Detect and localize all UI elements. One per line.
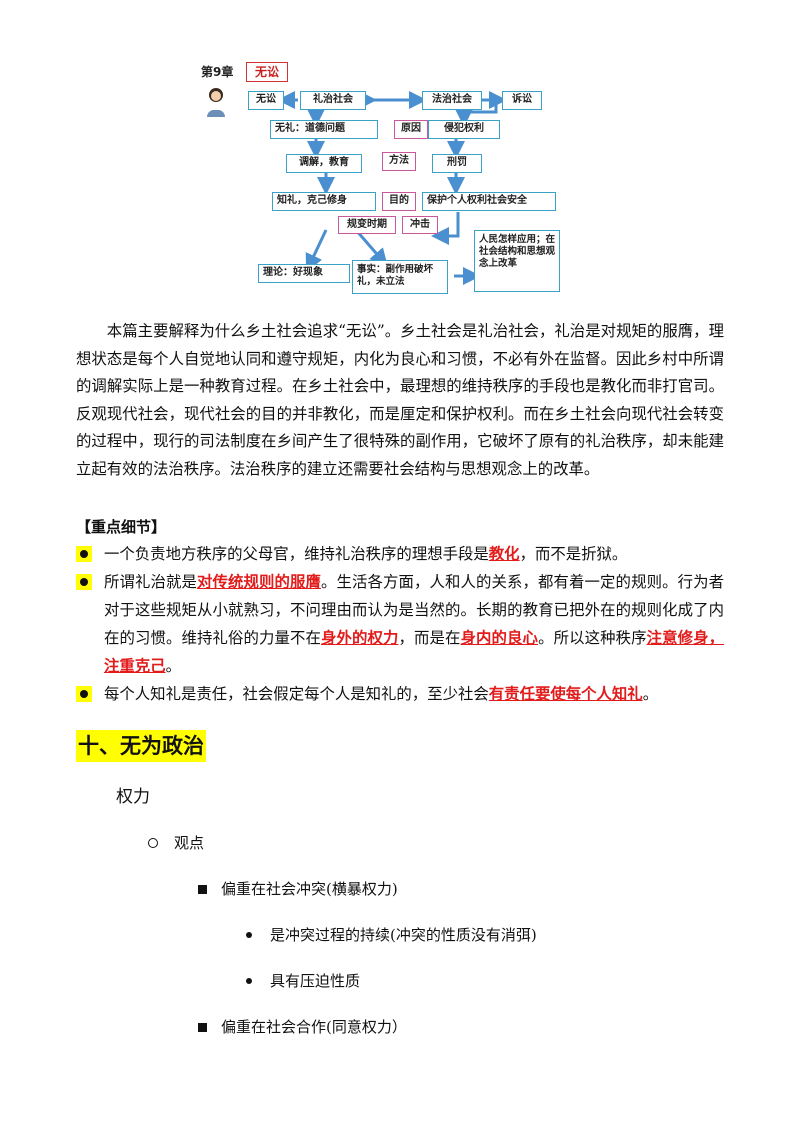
key-details-heading: 【重点细节】 [76, 518, 167, 536]
list-item: 所谓礼治就是对传统规则的服膺。生活各方面，人和人的关系，都有着一定的规则。行为者… [76, 568, 724, 680]
box-susong: 诉讼 [502, 91, 542, 110]
square-bullet-icon [198, 884, 207, 894]
box-wuli: 无礼：道德问题 [270, 120, 378, 139]
text-run: 一个负责地方秩序的父母官，维持礼治秩序的理想手段是 [104, 545, 489, 563]
box-wusong: 无讼 [248, 91, 284, 110]
bullet-dot-icon [76, 686, 92, 702]
outline-text: 偏重在社会合作(同意权力） [221, 1018, 407, 1036]
box-fazhi: 法治社会 [422, 91, 482, 110]
arrow-fazhi-qinfan [455, 98, 498, 127]
box-shanbian: 规变时期 [338, 216, 396, 234]
outline-text: 具有压迫性质 [270, 972, 361, 990]
emphasis-text: 注意修身，注重克己 [104, 629, 724, 675]
box-baohu: 保护个人权利社会安全 [422, 192, 556, 211]
key-details-list: 一个负责地方秩序的父母官，维持礼治秩序的理想手段是教化，而不是折狱。 所谓礼治就… [76, 540, 724, 708]
summary-paragraph: 本篇主要解释为什么乡土社会追求“无讼”。乡土社会是礼治社会，礼治是对规矩的服膺，… [76, 322, 724, 478]
outline-level3: 具有压迫性质 [246, 970, 360, 992]
outline-level2: 偏重在社会冲突(横暴权力) [198, 878, 398, 900]
text-run: 。所以这种秩序 [538, 629, 647, 647]
diagram-arrows [277, 91, 507, 285]
outline-level3: 是冲突过程的持续(冲突的性质没有消弭) [246, 924, 537, 946]
box-xingfa: 刑罚 [432, 154, 482, 173]
emphasis-text: 身内的良心 [460, 629, 539, 647]
hollow-circle-bullet-icon [148, 838, 158, 848]
box-tiaojie: 调解，教育 [286, 154, 362, 173]
bullet-dot-icon [76, 546, 92, 562]
box-yuanyin: 原因 [394, 120, 428, 139]
box-qinfan: 侵犯权利 [428, 120, 500, 139]
box-lizhi: 礼治社会 [300, 91, 366, 110]
box-zhili: 知礼，克己修身 [272, 192, 376, 211]
box-mudi: 目的 [382, 192, 416, 211]
emphasis-text: 身外的权力 [321, 629, 399, 647]
emphasis-text: 对传统规则的服膺 [197, 573, 322, 591]
arrow-baohu-chongji [431, 212, 460, 245]
text-run: 所谓礼治就是 [104, 573, 198, 591]
emphasis-text: 有责任要使每个人知礼 [488, 685, 643, 703]
box-chongji: 冲击 [402, 216, 438, 234]
box-lilun: 理论：好现象 [258, 264, 350, 283]
outline-level1: 观点 [148, 832, 204, 854]
text-run: 。生活各方面，人和人的关系，都有着一定的规则。行为者对于这些规矩从小就熟习，不问… [104, 573, 724, 647]
chapter-diagram: 第9章 无讼 无讼 礼治社会 法治社会 诉讼 无礼：道德问题 原因 侵犯权利 调… [196, 60, 568, 304]
text-run: 。 [642, 685, 659, 703]
text-run: 每个人知礼是责任，社会假定每个人是知礼的，至少社会 [104, 685, 489, 703]
box-renmin: 人民怎样应用；在社会结构和思想观念上改革 [474, 230, 560, 292]
outline-text: 偏重在社会冲突(横暴权力) [221, 880, 398, 898]
bullet-dot-icon [76, 574, 92, 590]
arrow-split-left [305, 229, 328, 273]
outline-text: 是冲突过程的持续(冲突的性质没有消弭) [270, 926, 537, 944]
disc-bullet-icon [246, 978, 252, 984]
box-fangfa: 方法 [382, 152, 416, 171]
outline-level0: 权力 [116, 787, 150, 807]
list-item: 一个负责地方秩序的父母官，维持礼治秩序的理想手段是教化，而不是折狱。 [76, 540, 724, 568]
box-shishi: 事实：副作用破坏礼，未立法 [352, 260, 448, 294]
disc-bullet-icon [246, 932, 252, 938]
chapter-label: 第9章 [201, 65, 234, 79]
text-run: 。 [165, 657, 181, 675]
section-heading: 十、无为政治 [76, 730, 206, 762]
title-box: 无讼 [246, 62, 288, 82]
teacher-avatar-icon [207, 88, 225, 117]
list-item: 每个人知礼是责任，社会假定每个人是知礼的，至少社会有责任要使每个人知礼。 [76, 680, 724, 708]
outline-level2: 偏重在社会合作(同意权力） [198, 1016, 407, 1038]
arrow-split-right [354, 229, 388, 267]
outline-text: 观点 [174, 834, 205, 852]
text-run: ，而不是折狱。 [519, 545, 628, 563]
emphasis-text: 教化 [488, 545, 520, 563]
text-run: ，而是在 [398, 629, 461, 647]
square-bullet-icon [198, 1022, 207, 1032]
